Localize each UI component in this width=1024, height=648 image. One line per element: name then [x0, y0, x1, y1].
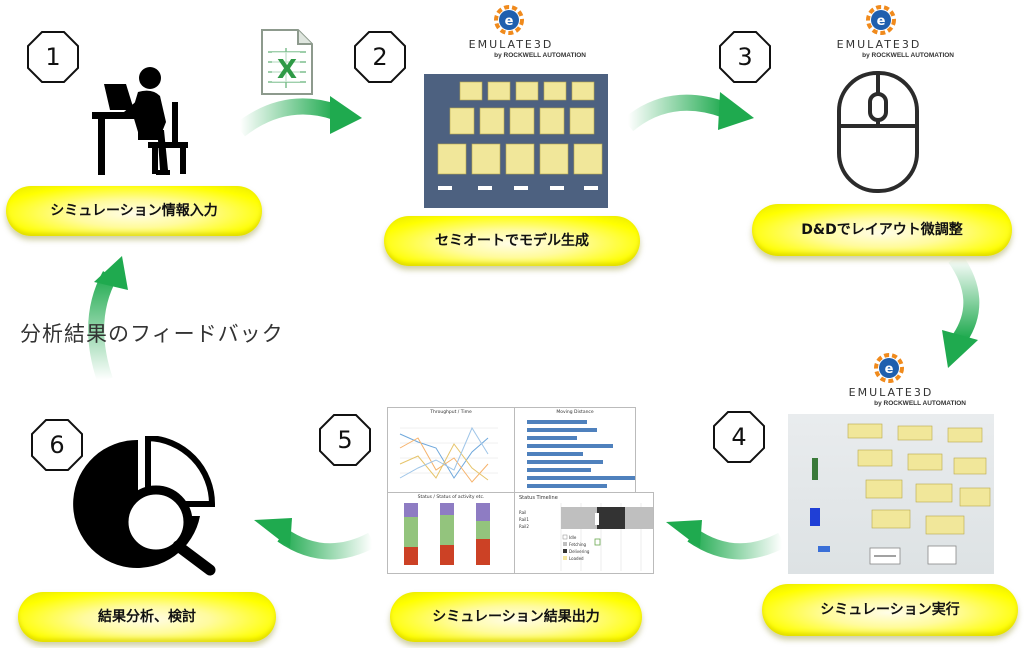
legend-label: Fetching	[569, 542, 587, 547]
legend-label: Loaded	[569, 556, 584, 561]
timeline-row-label: Rail1	[519, 517, 529, 522]
step-number-4: 4	[712, 410, 766, 464]
step-number-5: 5	[318, 413, 372, 467]
step-3-label: D&Dでレイアウト微調整	[752, 204, 1012, 256]
arrow-6-to-1	[88, 256, 128, 383]
step-6-label: 結果分析、検討	[18, 592, 276, 642]
gear-logo-icon: e	[494, 5, 524, 35]
simulation-run-screenshot	[788, 414, 994, 574]
arrow-5-to-6	[254, 518, 376, 560]
timeline-row-label: Rail	[519, 510, 527, 515]
legend-label: Idle	[569, 535, 577, 540]
step-number-6: 6	[30, 418, 84, 472]
legend-label: Delivering	[569, 549, 590, 554]
analysis-magnifier-icon	[73, 436, 216, 576]
svg-text:X: X	[277, 55, 297, 85]
emulate3d-logo-step2: e EMULATE3D by ROCKWELL AUTOMATION	[446, 4, 586, 64]
gear-logo-icon: e	[874, 353, 904, 383]
status-stacked-chart: Status / Status of activity etc.	[387, 492, 515, 574]
model-generation-screenshot	[424, 74, 608, 208]
mouse-icon	[837, 71, 919, 193]
arrow-1-to-2	[235, 96, 362, 137]
emulate3d-logo-step3: e EMULATE3D by ROCKWELL AUTOMATION	[814, 4, 954, 64]
svg-text:e: e	[877, 14, 886, 29]
moving-distance-chart: Moving Distance	[514, 407, 636, 494]
step-4-label: シミュレーション実行	[762, 584, 1018, 636]
emulate3d-logo-step4: e EMULATE3D by ROCKWELL AUTOMATION	[826, 352, 966, 412]
step-1-label: シミュレーション情報入力	[6, 186, 262, 236]
svg-text:e: e	[885, 362, 894, 377]
throughput-chart: Throughput / Time	[387, 407, 515, 494]
step-number-3: 3	[718, 30, 772, 84]
step-2-label: セミオートでモデル生成	[384, 216, 640, 266]
excel-file-icon: X	[261, 29, 313, 95]
step-number-2: 2	[353, 30, 407, 84]
gear-logo-icon: e	[866, 5, 896, 35]
status-timeline-chart: Status Timeline Rail Rail1 Rail2 Idle Fe…	[514, 492, 654, 574]
arrow-2-to-3	[622, 92, 754, 132]
timeline-row-label: Rail2	[519, 524, 529, 529]
svg-text:e: e	[505, 14, 514, 29]
person-at-desk-icon	[92, 67, 188, 175]
arrow-3-to-4	[942, 253, 980, 368]
step-number-1: 1	[26, 30, 80, 84]
feedback-label: 分析結果のフィードバック	[20, 322, 284, 346]
arrow-4-to-5	[666, 520, 786, 560]
step-5-label: シミュレーション結果出力	[390, 592, 642, 642]
